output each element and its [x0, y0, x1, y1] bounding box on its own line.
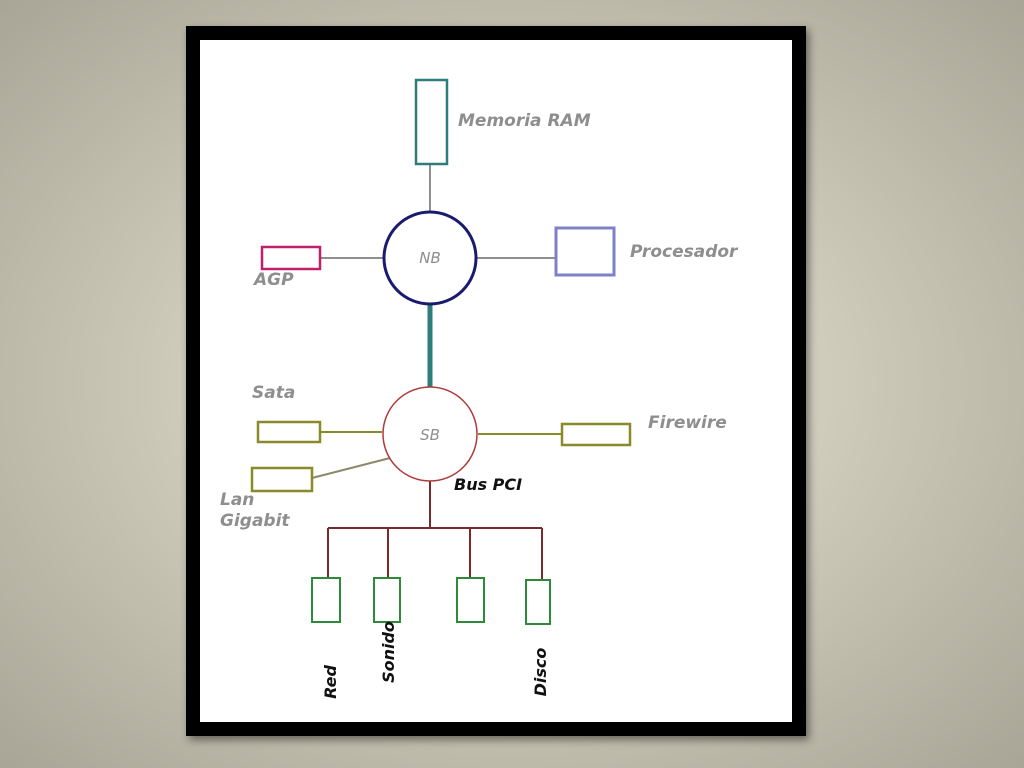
lan-gigabit-box — [250, 466, 314, 493]
bus-pci-label: Bus PCI — [454, 475, 522, 494]
slide-canvas: NB SB Memoria RAM Procesador AGP Sata Fi… — [200, 40, 792, 722]
memoria-ram-box — [414, 78, 449, 166]
procesador-label: Procesador — [630, 242, 739, 262]
nb-label: NB — [419, 249, 441, 267]
memoria-ram-label: Memoria RAM — [458, 111, 591, 131]
slide-frame: NB SB Memoria RAM Procesador AGP Sata Fi… — [186, 26, 806, 736]
agp-label: AGP — [252, 270, 294, 290]
agp-box — [260, 245, 322, 271]
lan-label-line1: Lan — [220, 490, 254, 510]
firewire-label: Firewire — [648, 413, 727, 433]
sonido-label: Sonido — [379, 621, 398, 683]
lan-sb-connector — [311, 457, 391, 479]
firewire-box — [560, 422, 632, 447]
pci-slot-sonido — [373, 577, 401, 623]
sb-label: SB — [420, 426, 440, 444]
sata-label: Sata — [252, 383, 295, 403]
pci-slot-disco — [525, 579, 551, 625]
lan-label-line2: Gigabit — [220, 511, 290, 531]
red-label: Red — [321, 665, 340, 699]
nb-circle — [382, 210, 478, 306]
procesador-box — [554, 226, 616, 277]
sb-circle — [382, 386, 478, 482]
chipset-diagram: NB SB Memoria RAM Procesador AGP Sata Fi… — [220, 78, 739, 699]
sata-box — [256, 420, 322, 444]
pci-slot-3 — [456, 577, 485, 623]
pci-slot-red — [311, 577, 341, 623]
disco-label: Disco — [531, 648, 550, 697]
